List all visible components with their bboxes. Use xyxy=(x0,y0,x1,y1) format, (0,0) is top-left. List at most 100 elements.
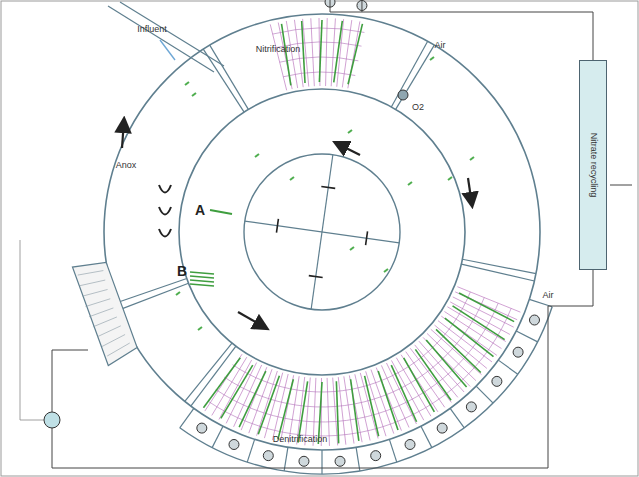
carrier-fleck xyxy=(185,82,189,85)
separator-wall xyxy=(185,343,232,401)
carrier-fleck xyxy=(198,327,202,330)
compartment-divider xyxy=(421,426,432,447)
carrier-plate xyxy=(453,306,505,340)
zone-label: Nitrification xyxy=(256,45,301,55)
carrier-fleck xyxy=(350,247,354,250)
carrier-plate xyxy=(221,365,253,418)
carrier-plate xyxy=(298,381,308,442)
diffuser-symbol xyxy=(513,347,523,357)
carrier-fleck xyxy=(192,93,196,96)
diffuser-symbol xyxy=(335,456,345,466)
diffuser-symbol xyxy=(466,402,476,412)
zone-label: Air xyxy=(435,41,446,51)
compartment-divider xyxy=(516,331,537,342)
compartment-divider xyxy=(476,386,493,403)
settler-hatch xyxy=(82,289,107,296)
scraper-arm xyxy=(311,155,333,309)
settler-hatch xyxy=(102,335,125,347)
carrier-plate xyxy=(445,318,494,357)
diffuser-symbol xyxy=(371,451,381,461)
carrier-plate xyxy=(190,276,214,278)
outer-wall xyxy=(104,14,540,450)
mixer-symbol xyxy=(159,229,171,237)
settler-hatch xyxy=(93,317,117,327)
carrier-plate xyxy=(426,340,466,387)
zone-label: Anox xyxy=(116,161,137,171)
sludge-pipe xyxy=(20,240,44,420)
carrier-plate xyxy=(278,379,293,439)
compartment-divider xyxy=(284,447,288,471)
flow-arrow xyxy=(122,120,124,148)
inner-wall xyxy=(179,89,465,375)
carrier-plate xyxy=(190,272,214,274)
zone-label: Influent xyxy=(137,25,167,35)
feed-pipe xyxy=(610,185,632,186)
carrier-plate xyxy=(459,293,514,322)
zone-label: Air xyxy=(543,291,554,301)
carrier-plate xyxy=(415,349,451,400)
hatch-arc xyxy=(208,308,511,436)
carrier-plate xyxy=(348,24,362,84)
diffuser-symbol xyxy=(405,439,415,449)
pump-symbol xyxy=(44,412,60,428)
flow-arrow xyxy=(238,312,266,328)
compartment-divider xyxy=(389,439,396,462)
settler-hatch xyxy=(89,308,113,317)
carrier-plate xyxy=(258,376,279,434)
zone-letter: A xyxy=(195,203,205,218)
zone-letter: B xyxy=(177,264,187,279)
carrier-plate xyxy=(190,280,214,282)
settler-hatch xyxy=(78,271,104,276)
carrier-fleck xyxy=(430,57,434,60)
carrier-fleck xyxy=(176,292,180,295)
carrier-fleck xyxy=(408,182,412,185)
carrier-fleck xyxy=(348,130,352,133)
settler-hatch xyxy=(97,326,121,337)
scraper-blade xyxy=(309,276,323,278)
flow-arrow xyxy=(468,178,472,205)
mixer-symbol xyxy=(159,185,171,193)
influent-pipe xyxy=(108,6,214,72)
diffuser-symbol xyxy=(197,423,207,433)
carrier-fleck xyxy=(255,154,259,157)
scraper-blade xyxy=(321,186,335,188)
compartment-wall xyxy=(180,307,552,474)
scraper-blade xyxy=(366,231,368,245)
compartment-divider xyxy=(212,426,223,447)
recycle-column: Nitrate recycling xyxy=(579,60,607,270)
settler-hatch xyxy=(80,280,105,286)
recycle-pipe xyxy=(361,0,362,12)
carrier-plate xyxy=(302,21,305,83)
hatch-arc xyxy=(273,28,365,34)
oxygen-probe xyxy=(398,90,408,100)
diffuser-symbol xyxy=(492,376,502,386)
return-pipe xyxy=(52,350,88,412)
recycle-pipe xyxy=(330,0,593,60)
hatch-arc xyxy=(280,57,359,62)
settler-hatch xyxy=(85,299,110,307)
carrier-plate xyxy=(210,210,232,214)
compartment-divider xyxy=(247,439,254,462)
separator-wall xyxy=(461,264,534,281)
column-label: Nitrate recycling xyxy=(588,133,598,198)
zone-label: Denitrification xyxy=(273,435,328,445)
carrier-fleck xyxy=(470,157,474,160)
compartment-divider xyxy=(450,408,464,427)
flow-arrow xyxy=(336,143,360,155)
carrier-plate xyxy=(365,376,379,436)
carrier-plate xyxy=(334,21,343,82)
carrier-plate xyxy=(319,20,322,82)
carrier-fleck xyxy=(384,269,388,272)
separator-wall xyxy=(203,49,244,112)
carrier-plate xyxy=(190,284,214,286)
compartment-divider xyxy=(356,447,360,471)
separator-wall xyxy=(391,41,427,107)
recycle-pipe xyxy=(548,270,593,306)
scraper-blade xyxy=(276,219,278,233)
compartment-divider xyxy=(498,360,517,374)
diffuser-symbol xyxy=(299,456,309,466)
carrier-plate xyxy=(351,379,359,441)
